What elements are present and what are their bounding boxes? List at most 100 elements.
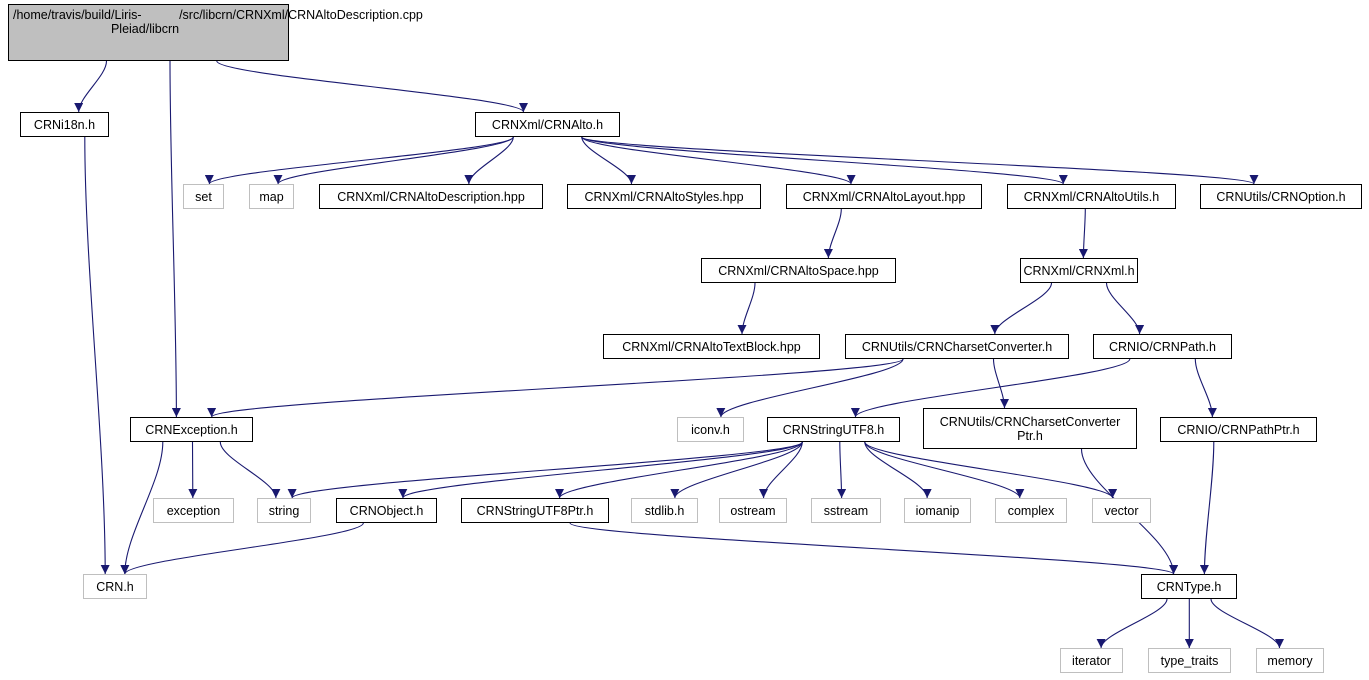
node-label-line: CRNXml/CRNAltoDescription.hpp [337,189,525,204]
edge-crnxml-to-charsetconv [990,282,1053,335]
edge-crnalto-to-set [204,136,514,185]
node-label-line: CRNUtils/CRNCharsetConverter [939,414,1121,429]
node-label-line: string [268,503,300,518]
node-crni18n-h[interactable]: CRNi18n.h [20,112,109,137]
edge-crnalto-to-altoutils [581,136,1068,185]
edge-crnalto-to-altostyles [581,136,636,185]
node-sstream: sstream [811,498,881,523]
node-label-line: type_traits [1160,653,1219,668]
edge-stringutf8ptr-to-crntype [569,522,1178,575]
edge-charsetconv-to-crnexception [207,358,904,418]
node-label-line: CRNXml/CRNAltoUtils.h [1023,189,1160,204]
node-crnstringutf8ptr-h[interactable]: CRNStringUTF8Ptr.h [461,498,609,523]
node-crnstringutf8-h[interactable]: CRNStringUTF8.h [767,417,900,442]
edge-crntype-to-memory [1210,598,1284,649]
node-label-line: exception [166,503,221,518]
node-stdlib-h: stdlib.h [631,498,698,523]
node-iterator: iterator [1060,648,1123,673]
node-ostream: ostream [719,498,787,523]
edge-stringutf8-to-sstream [837,441,847,499]
node-crnaltodescription-hpp[interactable]: CRNXml/CRNAltoDescription.hpp [319,184,543,209]
node-label-line: iomanip [915,503,960,518]
node-crnaltostyles-hpp[interactable]: CRNXml/CRNAltoStyles.hpp [567,184,761,209]
node-label-line: CRNi18n.h [33,117,96,132]
edge-altolayout-to-altospace [823,208,842,259]
node-label-line: /Liris-Pleiad/libcrn [110,8,180,36]
node-label-line: CRNIO/CRNPathPtr.h [1177,422,1300,437]
edge-root-to-crni18n [74,60,108,113]
node-crnexception-h[interactable]: CRNException.h [130,417,253,442]
node-exception: exception [153,498,234,523]
node-label-line: CRNXml/CRNAltoSpace.hpp [718,263,879,278]
edge-stringutf8-to-crnobject [398,441,803,499]
node-label-line: stdlib.h [644,503,685,518]
node-crntype-h[interactable]: CRNType.h [1141,574,1237,599]
edge-crnalto-to-altolayout [581,136,856,185]
node-crnobject-h[interactable]: CRNObject.h [336,498,437,523]
edge-charsetconv-to-charsetconvptr [992,358,1009,409]
node-crnpathptr-h[interactable]: CRNIO/CRNPathPtr.h [1160,417,1317,442]
node-label-line: set [195,189,212,204]
edge-root-to-crnexception [169,60,181,418]
edge-stringutf8-to-complex [864,441,1025,499]
edge-altospace-to-altotextblock [737,282,756,335]
node-label-line: CRNXml/CRNXml.h [1023,263,1135,278]
edge-crnpathptr-to-crntype [1199,441,1215,575]
node-label-line: sstream [823,503,869,518]
node-label-line: CRNObject.h [349,503,424,518]
node-iomanip: iomanip [904,498,971,523]
node-label-line: complex [1007,503,1055,518]
node-root-source-file[interactable]: /home/travis/build/Liris-Pleiad/libcrn/s… [8,4,423,61]
node-crnaltotextblock-hpp[interactable]: CRNXml/CRNAltoTextBlock.hpp [603,334,820,359]
node-crnoption-h[interactable]: CRNUtils/CRNOption.h [1200,184,1362,209]
node-type-traits: type_traits [1148,648,1231,673]
node-complex: complex [995,498,1067,523]
node-set: set [183,184,224,209]
node-label-line: CRNXml/CRNAlto.h [491,117,604,132]
edge-crntype-to-iterator [1096,598,1168,649]
edge-stringutf8-to-stdlib [670,441,803,499]
edge-crnalto-to-map [273,136,514,185]
node-label-line: CRNUtils/CRNOption.h [1216,189,1346,204]
node-label-line: CRNStringUTF8.h [782,422,885,437]
node-string: string [257,498,311,523]
node-label-line: iterator [1072,653,1111,668]
node-label-line: CRNIO/CRNPath.h [1109,339,1216,354]
edge-charsetconv-to-iconv [716,358,904,418]
edge-stringutf8-to-iomanip [864,441,932,499]
edge-crnalto-to-crnoption [581,136,1259,185]
node-label-line: /home/travis/build [13,8,111,22]
node-label-line: iconv.h [691,422,730,437]
node-label-line: CRNException.h [145,422,238,437]
node-crnaltospace-hpp[interactable]: CRNXml/CRNAltoSpace.hpp [701,258,896,283]
node-crnaltolayout-hpp[interactable]: CRNXml/CRNAltoLayout.hpp [786,184,982,209]
node-label-line: memory [1267,653,1313,668]
node-label-line: /src/libcrn/CRNXml/CRNAltoDescription.cp… [179,8,423,22]
node-memory: memory [1256,648,1324,673]
node-crnaltoutils-h[interactable]: CRNXml/CRNAltoUtils.h [1007,184,1176,209]
edge-crnobject-to-crnh [120,522,364,575]
node-crncharsetconverter-h[interactable]: CRNUtils/CRNCharsetConverter.h [845,334,1069,359]
node-label-line: CRNUtils/CRNCharsetConverter.h [861,339,1053,354]
node-label-line: ostream [730,503,776,518]
node-label-line: CRNXml/CRNAltoTextBlock.hpp [622,339,801,354]
node-crnxml-h[interactable]: CRNXml/CRNXml.h [1020,258,1138,283]
edge-stringutf8-to-string [287,441,803,499]
edge-crni18n-to-crnh [84,136,110,575]
node-crnalto-h[interactable]: CRNXml/CRNAlto.h [475,112,620,137]
node-label-line: CRN.h [96,579,134,594]
node-label-line: CRNStringUTF8Ptr.h [476,503,594,518]
edge-crnpath-to-stringutf8 [851,358,1131,418]
edge-stringutf8-to-vector [864,441,1117,499]
node-crnpath-h[interactable]: CRNIO/CRNPath.h [1093,334,1232,359]
edge-crnpath-to-crnpathptr [1194,358,1217,418]
node-iconv-h: iconv.h [677,417,744,442]
node-crn-h: CRN.h [83,574,147,599]
node-vector: vector [1092,498,1151,523]
node-label-line: CRNXml/CRNAltoStyles.hpp [584,189,744,204]
edge-stringutf8-to-ostream [759,441,803,499]
node-label-line: vector [1104,503,1139,518]
node-map: map [249,184,294,209]
